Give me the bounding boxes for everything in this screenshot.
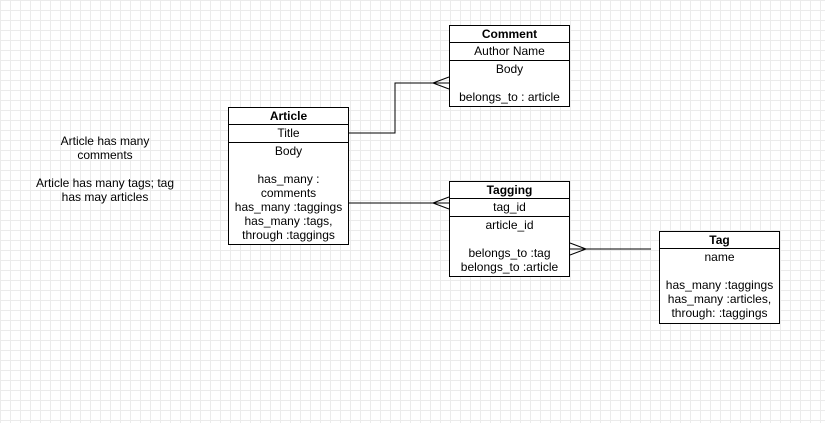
tagging-body-line: belongs_to :article xyxy=(460,260,559,274)
article-body-line: through :taggings xyxy=(242,228,335,242)
article-body-line: comments xyxy=(260,186,317,200)
comment-title: Comment xyxy=(450,26,569,43)
article-body: Body has_many : comments has_many :taggi… xyxy=(229,143,348,242)
note-line-1: Article has many xyxy=(60,134,150,148)
comment-body-line: Body xyxy=(495,62,524,76)
tag-entity[interactable]: Tag name has_many :taggings has_many :ar… xyxy=(659,231,780,324)
tag-body-line: name xyxy=(704,250,735,264)
tagging-body-line: article_id xyxy=(485,218,534,232)
tag-body-line: has_many :taggings xyxy=(665,278,774,292)
article-body-line: has_many :tags, xyxy=(244,214,333,228)
comment-field-author-name: Author Name xyxy=(450,43,569,61)
tagging-field-tag-id: tag_id xyxy=(450,199,569,217)
article-title: Article xyxy=(229,108,348,125)
comment-entity[interactable]: Comment Author Name Body belongs_to : ar… xyxy=(449,25,570,107)
article-body-line: has_many :taggings xyxy=(234,200,343,214)
tagging-body-line: belongs_to :tag xyxy=(468,246,551,260)
article-body-line: Body xyxy=(274,144,303,158)
comment-body-line: belongs_to : article xyxy=(459,90,560,104)
tag-body-line: has_many :articles, xyxy=(667,292,772,306)
tagging-tag-crowfoot xyxy=(569,242,587,256)
tag-title: Tag xyxy=(660,232,779,249)
tag-body: name has_many :taggings has_many :articl… xyxy=(660,249,779,320)
comment-body: Body belongs_to : article xyxy=(450,61,569,104)
relationship-note: Article has many comments Article has ma… xyxy=(22,134,188,204)
comment-crowfoot xyxy=(432,76,450,90)
note-line-3: Article has many tags; tag xyxy=(35,176,175,190)
tagging-body: article_id belongs_to :tag belongs_to :a… xyxy=(450,217,569,274)
article-field-title: Title xyxy=(229,125,348,143)
tag-body-line: through: :taggings xyxy=(671,306,768,320)
note-line-2: comments xyxy=(77,148,133,162)
article-body-line: has_many : xyxy=(257,172,320,186)
note-line-4: has may articles xyxy=(61,190,149,204)
article-entity[interactable]: Article Title Body has_many : comments h… xyxy=(228,107,349,245)
tagging-title: Tagging xyxy=(450,182,569,199)
article-comment-connector xyxy=(344,82,449,134)
tagging-entity[interactable]: Tagging tag_id article_id belongs_to :ta… xyxy=(449,181,570,277)
tagging-crowfoot xyxy=(432,196,450,210)
